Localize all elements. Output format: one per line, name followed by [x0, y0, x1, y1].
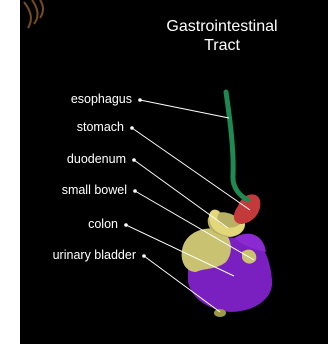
- corner-artifact: [24, 0, 43, 28]
- esophagus-shape: [226, 92, 248, 200]
- diagram-title-line2: Tract: [152, 36, 292, 55]
- diagram-title-line1: Gastrointestinal: [152, 17, 292, 36]
- leader-esophagus: [138, 98, 229, 118]
- label-duodenum: duodenum: [20, 152, 126, 166]
- diagram-panel: Gastrointestinal Tract esophagus stomach…: [20, 0, 328, 344]
- label-esophagus: esophagus: [20, 92, 132, 106]
- urinary-bladder-shape: [214, 309, 226, 317]
- label-stomach: stomach: [20, 120, 124, 134]
- label-urinary-bladder: urinary bladder: [20, 248, 136, 262]
- label-colon: colon: [20, 217, 118, 231]
- label-small-bowel: small bowel: [20, 183, 127, 197]
